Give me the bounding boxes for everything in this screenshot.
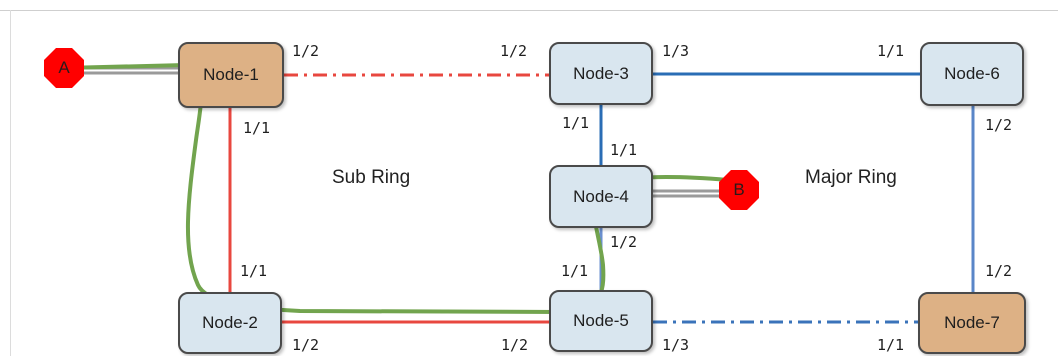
sub-ring-label: Sub Ring [332,167,411,188]
port-node5-up: 1/1 [561,262,589,280]
port-node3-right: 1/3 [662,42,690,60]
frame-top-border [0,10,1058,11]
port-node1-right: 1/2 [292,42,320,60]
node-6: Node-6 [920,42,1024,106]
frame-left-border [10,10,11,356]
endpoint-b: B [719,170,759,210]
node-2-label: Node-2 [202,313,258,332]
port-node6-left: 1/1 [877,42,905,60]
node-1: Node-1 [178,42,284,108]
node-5-label: Node-5 [573,311,629,330]
node-3: Node-3 [549,42,653,105]
port-node2-up: 1/1 [240,262,268,280]
port-node5-left: 1/2 [501,336,529,354]
node-6-label: Node-6 [944,64,1000,83]
endpoint-a-label: A [58,58,70,77]
port-node7-left: 1/1 [877,336,905,354]
port-node4-down: 1/2 [610,233,638,251]
endpoint-b-label: B [733,180,745,199]
node-2: Node-2 [178,292,282,354]
node-4: Node-4 [549,165,653,228]
endpoint-a: A [44,48,84,88]
major-ring-label: Major Ring [805,167,897,188]
node-7-label: Node-7 [944,313,1000,332]
port-node5-right: 1/3 [662,336,690,354]
port-node4-up: 1/1 [610,141,638,159]
port-node3-left: 1/2 [500,42,528,60]
node-7: Node-7 [918,292,1026,354]
port-node1-down: 1/1 [243,119,271,137]
node-3-label: Node-3 [573,63,629,83]
node-4-label: Node-4 [573,186,629,206]
node-5: Node-5 [549,290,653,352]
port-node7-up: 1/2 [985,262,1013,280]
node-1-label: Node-1 [203,65,259,84]
port-node2-right: 1/2 [292,336,320,354]
port-node3-down: 1/1 [562,114,590,132]
port-node6-down: 1/2 [985,116,1013,134]
